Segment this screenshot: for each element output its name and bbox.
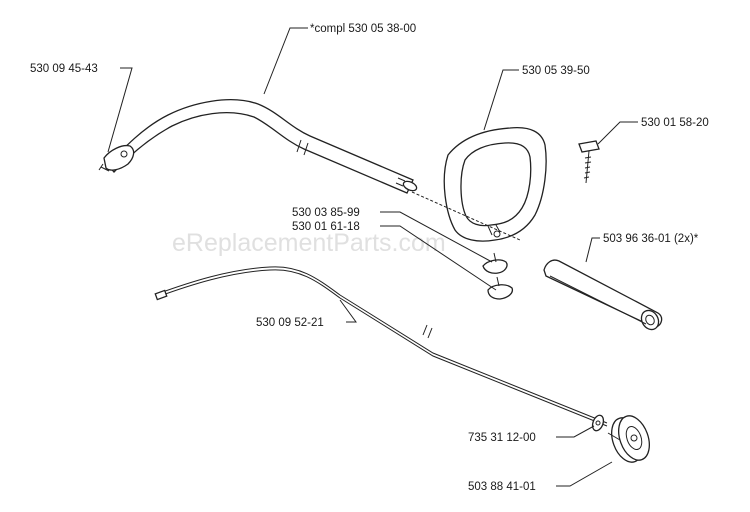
label-compl-assembly: *compl 530 05 38-00 <box>310 23 416 35</box>
label-735-31-12-00: 735 31 12-00 <box>468 432 536 444</box>
drive-shaft <box>154 266 608 427</box>
clutch-drum <box>607 415 650 463</box>
watermark-text: eReplacementParts.com <box>172 229 446 257</box>
label-530-03-85-99: 530 03 85-99 <box>292 207 360 219</box>
label-530-01-61-18: 530 01 61-18 <box>292 221 360 233</box>
label-530-05-39-50: 530 05 39-50 <box>522 65 590 77</box>
washer <box>591 414 605 432</box>
label-530-09-52-21: 530 09 52-21 <box>256 317 324 329</box>
label-503-88-41-01: 503 88 41-01 <box>468 481 536 493</box>
label-503-96-36-01: 503 96 36-01 (2x)* <box>603 233 699 245</box>
screw <box>578 140 600 184</box>
leader-lines <box>107 27 638 487</box>
drive-tube <box>98 99 418 194</box>
label-530-09-45-43: 530 09 45-43 <box>30 63 98 75</box>
grip-sleeve <box>543 259 663 331</box>
label-530-01-58-20: 530 01 58-20 <box>641 117 709 129</box>
loop-handle <box>443 126 547 242</box>
